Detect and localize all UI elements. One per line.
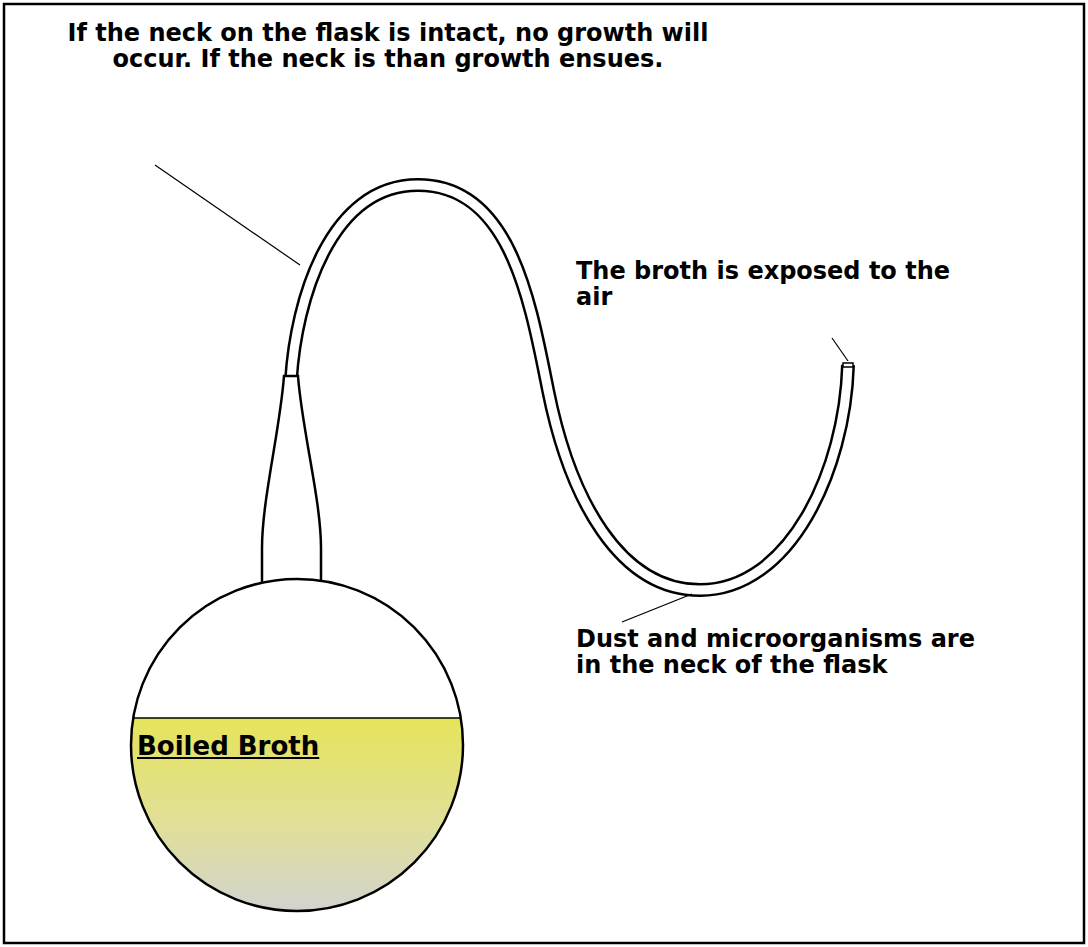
callout-text: Dust and microorganisms are in the neck …: [576, 626, 996, 678]
flask-neck: [262, 376, 321, 590]
callout-text: The broth is exposed to the air: [576, 258, 976, 310]
broth: [128, 718, 466, 915]
bulb-border: [131, 579, 463, 911]
tube-opening: [843, 363, 853, 367]
node-label: Boiled Broth: [137, 731, 319, 761]
leader-line: [832, 338, 848, 361]
broth-surface: [128, 717, 466, 719]
flask-bulb: Boiled Broth: [128, 575, 466, 915]
swan-neck-tube: [291, 185, 848, 590]
leader-line: [622, 594, 692, 622]
note-text: If the neck on the flask is intact, no g…: [58, 20, 718, 72]
swan-neck-bore: [291, 185, 848, 590]
leader-line: [155, 165, 300, 265]
frame: [4, 4, 1084, 943]
